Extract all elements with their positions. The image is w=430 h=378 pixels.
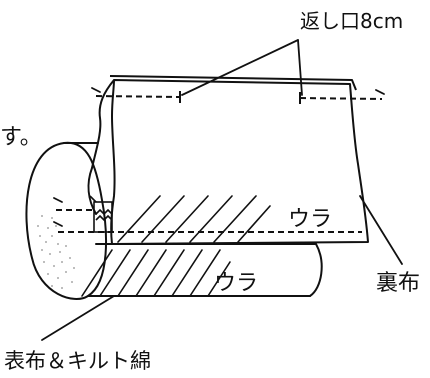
leader-lining [359,195,403,265]
batting-texture [37,215,75,289]
label-lining: 裏布 [376,271,420,296]
label-page-edge: す。 [0,125,42,150]
fold-curve [87,167,97,215]
lining-hatching [117,195,271,243]
lining-fold-edge [91,79,115,169]
leader-outer [41,295,115,341]
leader-opening-left [181,39,299,96]
label-outer-batting: 表布＆キルト綿 [4,349,151,373]
leader-lines [41,39,403,341]
rolled-outer-fabric [25,141,323,300]
top-stitch-right [299,97,383,100]
label-ura-lower: ウラ [214,271,258,296]
label-opening: 返し口8cm [300,9,403,33]
lining-back-sheet [109,75,357,91]
opening-markers [179,91,301,104]
leader-opening-right [297,39,303,96]
top-stitch-left [95,95,181,98]
stitch-end-marks [53,87,385,227]
seam-detail [89,195,113,233]
outer-panel-hatching [81,249,231,297]
outer-fabric-panel [95,243,323,297]
label-ura-upper: ウラ [288,207,332,232]
